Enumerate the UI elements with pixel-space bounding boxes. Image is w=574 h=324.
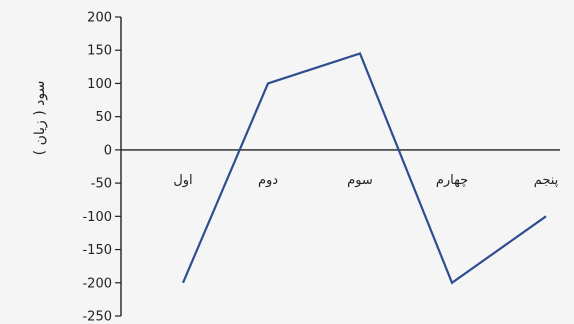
y-tick-label: 150 [87, 44, 112, 59]
category-label: سوم [347, 173, 373, 188]
series-line [181, 52, 547, 285]
y-axis: 200 150 100 50 0 -50 -100 -150 -200 -250 [82, 11, 122, 324]
category-label: دوم [258, 173, 278, 188]
y-tick-label: 200 [87, 11, 112, 26]
y-tick-label: 0 [104, 143, 112, 158]
series [181, 52, 547, 285]
y-axis-title: سود ( زیان ) [32, 81, 48, 156]
y-tick-label: 50 [95, 110, 112, 125]
category-label: پنجم [534, 173, 559, 188]
y-tick-label: -200 [82, 276, 112, 291]
y-tick-label: -100 [82, 210, 112, 225]
y-tick-label: -250 [82, 310, 112, 324]
y-tick-label: -50 [91, 177, 112, 192]
category-labels: اول دوم سوم چهارم پنجم [173, 173, 558, 188]
category-label: چهارم [436, 173, 468, 188]
category-label: اول [173, 173, 192, 188]
y-tick-label: 100 [87, 77, 112, 92]
y-tick-label: -150 [82, 243, 112, 258]
